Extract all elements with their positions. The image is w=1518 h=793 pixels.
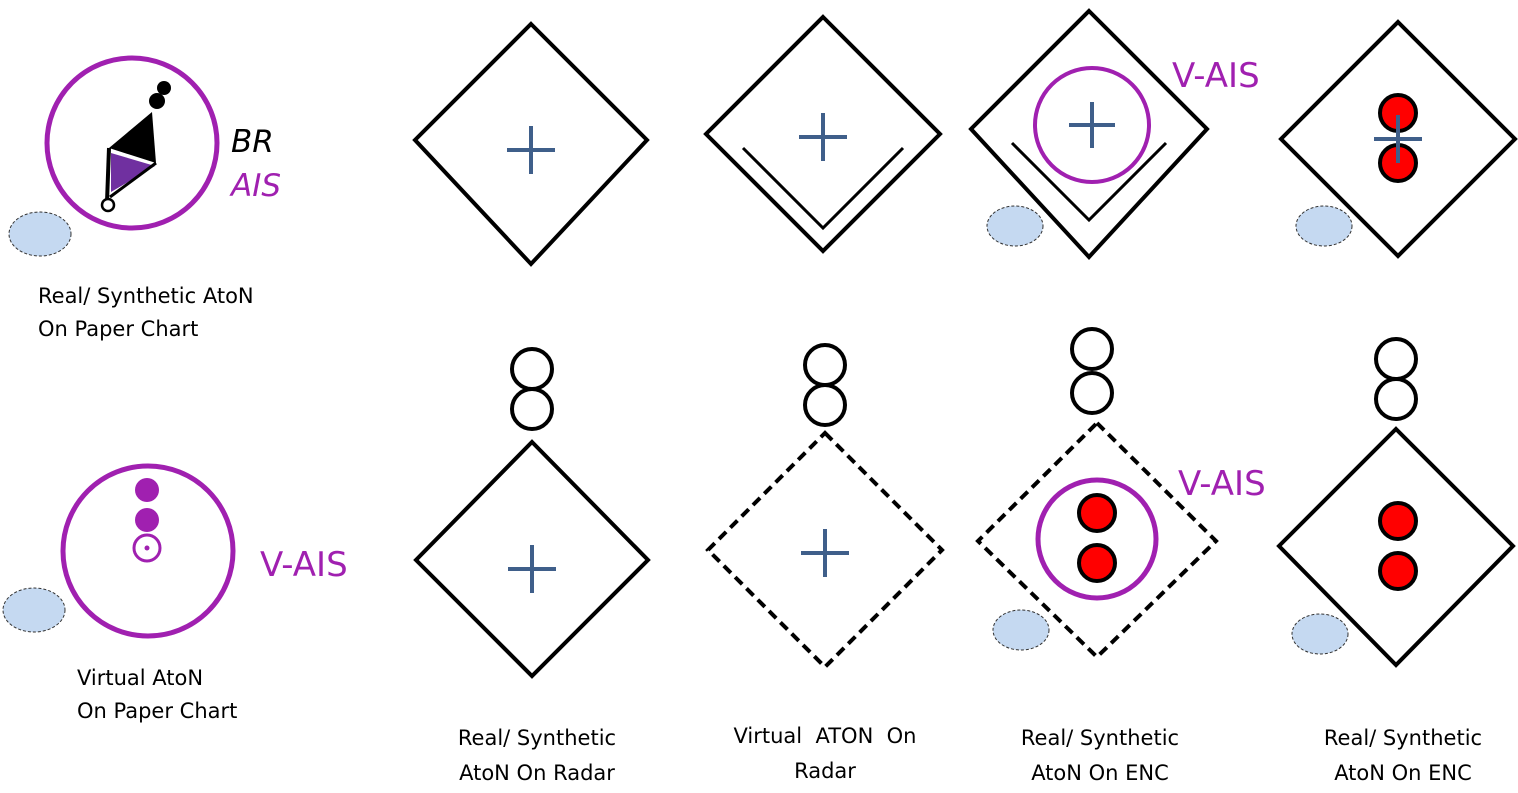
ais-label: AIS: [229, 168, 281, 204]
v-ais-label: V-AIS: [1178, 464, 1266, 504]
ais-circle: [44, 55, 220, 231]
topmark-ring-upper: [803, 343, 847, 387]
position-circle: [100, 197, 116, 213]
red-topmark-upper: [1077, 493, 1117, 533]
blue-ellipse: [1291, 613, 1349, 655]
v-ais-label: V-AIS: [1172, 56, 1260, 96]
radar-symbol-bottom-virtual: [705, 343, 945, 670]
diamond-outline: [968, 8, 1210, 260]
radar-chevron: [1010, 141, 1168, 223]
dashed-diamond-outline: [705, 430, 945, 670]
radar-chevron: [741, 146, 905, 231]
topmark-ball-upper: [135, 478, 159, 502]
caption-radar-1: Real/ Synthetic AtoN On Radar: [458, 726, 616, 785]
diamond-outline: [1278, 19, 1518, 259]
caption-line-2: AtoN On Radar: [459, 761, 615, 785]
radar-symbol-bottom-1: [413, 347, 651, 679]
red-topmark-upper: [1378, 501, 1418, 541]
br-label: BR: [231, 124, 274, 160]
topmark-ring-upper: [1374, 337, 1418, 381]
topmark-ring-upper: [510, 347, 554, 391]
v-ais-circle: [1035, 477, 1159, 601]
v-ais-circle: [1033, 66, 1151, 184]
diamond-outline: [413, 439, 651, 679]
blue-ellipse: [1295, 205, 1353, 247]
enc-symbol-top-v-ais: V-AIS: [968, 8, 1260, 260]
position-dot: [144, 545, 150, 551]
blue-ellipse: [986, 205, 1044, 247]
caption-enc-1: Real/ Synthetic AtoN On ENC: [1021, 726, 1179, 785]
radar-symbol-top-1: [412, 21, 650, 267]
topmark-ring-lower: [510, 387, 554, 431]
topmark-ring-lower: [1374, 377, 1418, 421]
v-ais-label: V-AIS: [260, 545, 348, 585]
blue-ellipse: [992, 609, 1050, 651]
caption-line-1: Real/ Synthetic: [1324, 726, 1482, 750]
red-topmark-lower: [1077, 543, 1117, 583]
diamond-outline: [1276, 426, 1516, 668]
caption-line-2: AtoN On ENC: [1031, 761, 1169, 785]
buoy-outline-left: [105, 147, 111, 203]
topmark-ring-upper: [1070, 327, 1114, 371]
blue-ellipse: [8, 211, 72, 257]
caption-line-1: Virtual AtoN: [77, 666, 203, 690]
paper-chart-virtual-symbol: V-AIS Virtual AtoN On Paper Chart: [2, 463, 348, 723]
enc-symbol-top: [1278, 19, 1518, 259]
caption-line-2: AtoN On ENC: [1334, 761, 1472, 785]
enc-symbol-bottom: [1276, 337, 1516, 668]
caption-radar-virtual: Virtual ATON On Radar: [734, 724, 917, 783]
paper-chart-real-symbol: BR AIS Real/ Synthetic AtoN On Paper Cha…: [8, 55, 281, 341]
topmark-ball-lower: [135, 508, 159, 532]
caption-line-2: Radar: [794, 759, 856, 783]
buoy-purple-lower: [111, 153, 155, 192]
caption-line-2: On Paper Chart: [77, 699, 237, 723]
buoy-black-upper: [109, 112, 156, 163]
blue-ellipse: [2, 587, 66, 633]
caption-line-1: Real/ Synthetic: [458, 726, 616, 750]
diamond-outline: [703, 14, 943, 254]
radar-symbol-top-2: [703, 14, 943, 254]
enc-symbol-bottom-v-ais: V-AIS: [975, 327, 1266, 660]
caption-line-1: Real/ Synthetic: [1021, 726, 1179, 750]
diamond-outline: [412, 21, 650, 267]
topmark-ring-lower: [803, 383, 847, 427]
topmark-ball-upper: [157, 81, 171, 95]
caption-line-2: On Paper Chart: [38, 317, 198, 341]
v-ais-circle: [60, 463, 236, 639]
caption-enc-2: Real/ Synthetic AtoN On ENC: [1324, 726, 1482, 785]
caption-line-1: Virtual ATON On: [734, 724, 917, 748]
topmark-ball-lower: [149, 93, 165, 109]
topmark-ring-lower: [1070, 371, 1114, 415]
red-topmark-lower: [1378, 551, 1418, 591]
caption-line-1: Real/ Synthetic AtoN: [38, 284, 254, 308]
buoy-outline-right: [109, 161, 157, 199]
